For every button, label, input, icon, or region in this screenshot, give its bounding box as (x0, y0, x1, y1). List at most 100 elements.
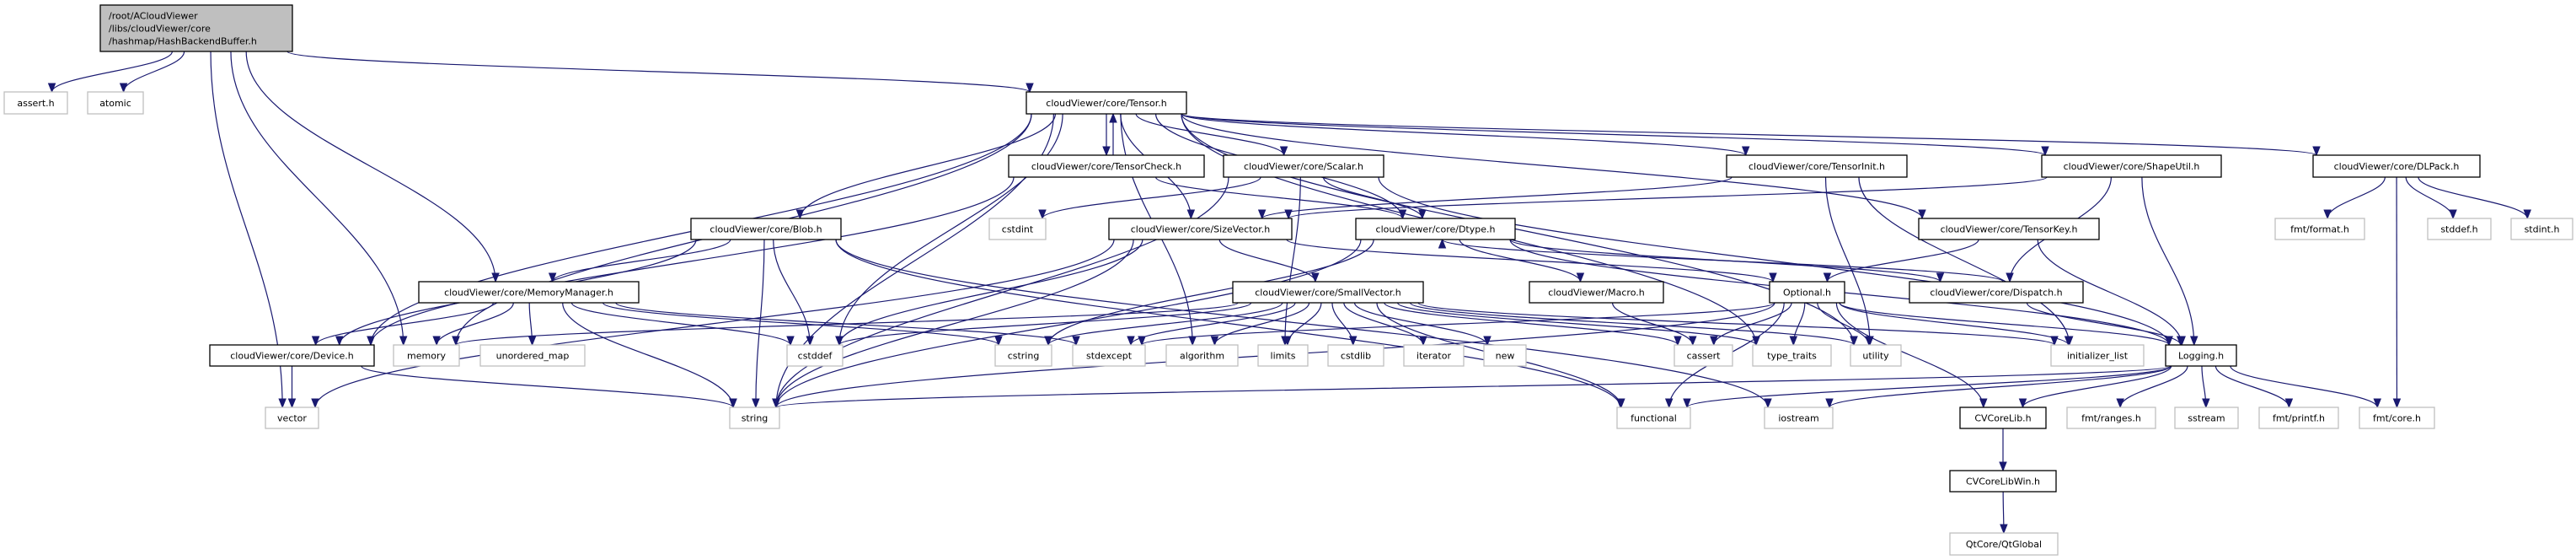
node-iterator: iterator (1403, 344, 1465, 367)
node-cloudviewer-core-memorymanager-h[interactable]: cloudViewer/core/MemoryManager.h (418, 281, 640, 304)
edge-line (1047, 302, 1283, 346)
node-label: utility (1862, 351, 1889, 362)
node-cloudviewer-core-tensorinit-h[interactable]: cloudViewer/core/TensorInit.h (1726, 154, 1908, 178)
node-box (690, 218, 842, 240)
edge-root-to-memory (230, 51, 408, 347)
node-stdexcept: stdexcept (1072, 344, 1146, 367)
edge-optional-to-cassert (1710, 302, 1792, 347)
node-cloudviewer-core-scalar-h[interactable]: cloudViewer/core/Scalar.h (1223, 154, 1384, 178)
arrowhead-icon (1710, 336, 1718, 347)
edge-line (314, 239, 1115, 408)
node-cloudviewer-core-dlpack-h[interactable]: cloudViewer/core/DLPack.h (2312, 154, 2481, 178)
edge-blob-to-cstddef (773, 239, 814, 347)
edge-scalar-to-dtype (1322, 176, 1427, 220)
edge-line (1141, 302, 1775, 346)
node-box (479, 344, 586, 367)
node-cloudviewer-core-tensorcheck-h[interactable]: cloudViewer/core/TensorCheck.h (1008, 154, 1205, 178)
node-label: cloudViewer/core/SizeVector.h (1131, 224, 1271, 235)
node-box (87, 91, 144, 115)
node-label: cloudViewer/core/Blob.h (710, 224, 822, 235)
edge-optional-to-cvcorelib (1835, 302, 1988, 409)
edge-root-to-atomic (119, 51, 185, 94)
node-hashmap-hashbackendbuffer-h[interactable]: /root/ACloudViewer/libs/cloudViewer/core… (99, 4, 293, 52)
node-assert-h: assert.h (3, 91, 68, 115)
edge-line (1417, 302, 2055, 346)
node-cstddef: cstddef (786, 344, 843, 367)
edge-tensor-to-dlpack (1181, 113, 2321, 157)
edge-smallvector-to-algorithm (1210, 302, 1310, 347)
node-fmt-format-h: fmt/format.h (2274, 218, 2365, 240)
node-label: stdexcept (1086, 351, 1133, 362)
arrowhead-icon (2116, 398, 2124, 409)
edge-line (1181, 113, 1855, 346)
node-box (2050, 344, 2145, 367)
node-box (1257, 344, 1309, 367)
edge-line (1396, 302, 1757, 346)
edge-logging-to-fmtranges (2116, 365, 2188, 409)
edge-tensor-to-tensorcheck (1102, 114, 1111, 157)
node-cloudviewer-core-device-h[interactable]: cloudViewer/core/Device.h (209, 344, 375, 367)
arrowhead-icon (1188, 336, 1197, 347)
arrowhead-icon (1936, 272, 1945, 283)
arrowhead-icon (1769, 272, 1777, 283)
edge-cvcorelib-to-cvcorelibwin (1999, 428, 2007, 472)
arrowhead-icon (1311, 272, 1320, 283)
node-cloudviewer-core-smallvector-h[interactable]: cloudViewer/core/SmallVector.h (1232, 281, 1424, 304)
edge-line (1826, 239, 1979, 283)
edge-smallvector-to-memory (452, 302, 1239, 347)
edge-blob-to-iostream (835, 239, 1772, 409)
node-cloudviewer-core-shapeutil-h[interactable]: cloudViewer/core/ShapeUtil.h (2041, 154, 2222, 178)
node-cloudviewer-core-tensorkey-h[interactable]: cloudViewer/core/TensorKey.h (1918, 218, 2100, 240)
node-cloudviewer-core-dispatch-h[interactable]: cloudViewer/core/Dispatch.h (1909, 281, 2084, 304)
node-label: cloudViewer/core/ShapeUtil.h (2064, 161, 2200, 172)
node-atomic: atomic (87, 91, 144, 115)
node-cloudviewer-core-tensor-h[interactable]: cloudViewer/core/Tensor.h (1026, 91, 1187, 115)
node-box (1850, 344, 1902, 367)
node-logging-h[interactable]: Logging.h (2165, 344, 2237, 367)
node-cvcorelibwin-h[interactable]: CVCoreLibWin.h (1949, 470, 2057, 493)
edge-line (2022, 365, 2172, 408)
node-utility: utility (1850, 344, 1902, 367)
arrowhead-icon (1138, 336, 1146, 347)
node-label: CVCoreLib.h (1974, 413, 2031, 424)
edge-root-to-tensor (287, 51, 1034, 94)
edge-optional-to-logging (1839, 302, 2173, 347)
node-label: limits (1271, 351, 1296, 362)
node-cloudviewer-core-sizevector-h[interactable]: cloudViewer/core/SizeVector.h (1108, 218, 1293, 240)
edge-smallvector-to-cassert (1384, 302, 1682, 347)
node-label: memory (407, 351, 446, 362)
node-box (1403, 344, 1465, 367)
edge-optional-to-type_traits (1789, 302, 1806, 347)
node-cloudviewer-core-blob-h[interactable]: cloudViewer/core/Blob.h (690, 218, 842, 240)
arrowhead-icon (1127, 336, 1135, 347)
edge-shapeutil-to-sizevector (1284, 176, 2048, 220)
node-label: cloudViewer/core/SmallVector.h (1255, 288, 1401, 299)
arrowhead-icon (2006, 272, 2014, 283)
edge-line (755, 239, 765, 408)
edge-line (2230, 365, 2378, 408)
node-box (2510, 218, 2573, 240)
edge-tensorinit-to-initializer_list (1858, 176, 2074, 347)
edge-tensor-to-tensorkey (1181, 113, 1926, 220)
arrowhead-icon (1038, 209, 1047, 220)
edge-line (1286, 239, 1774, 283)
edge-line (1858, 176, 2070, 346)
arrowhead-icon (399, 336, 408, 347)
node-label: cloudViewer/core/TensorInit.h (1749, 161, 1885, 172)
node-qtcore-qtglobal: QtCore/QtGlobal (1949, 532, 2059, 556)
edge-line (1181, 113, 1923, 219)
arrowhead-icon (1823, 272, 1832, 283)
node-label: initializer_list (2067, 351, 2129, 362)
node-label: cloudViewer/core/MemoryManager.h (444, 288, 613, 299)
arrowhead-icon (1026, 83, 1034, 94)
node-cloudviewer-macro-h[interactable]: cloudViewer/Macro.h (1529, 281, 1664, 304)
edge-tensor-to-blob (795, 113, 1056, 220)
edge-tensor-to-tensorinit (1181, 113, 1750, 157)
node-optional-h[interactable]: Optional.h (1769, 281, 1845, 304)
node-cloudviewer-core-dtype-h[interactable]: cloudViewer/core/Dtype.h (1355, 218, 1516, 240)
node-cvcorelib-h[interactable]: CVCoreLib.h (1959, 407, 2047, 429)
edge-optional-to-utility (1817, 302, 1873, 347)
node-box (1008, 154, 1205, 178)
arrowhead-icon (1398, 209, 1407, 220)
